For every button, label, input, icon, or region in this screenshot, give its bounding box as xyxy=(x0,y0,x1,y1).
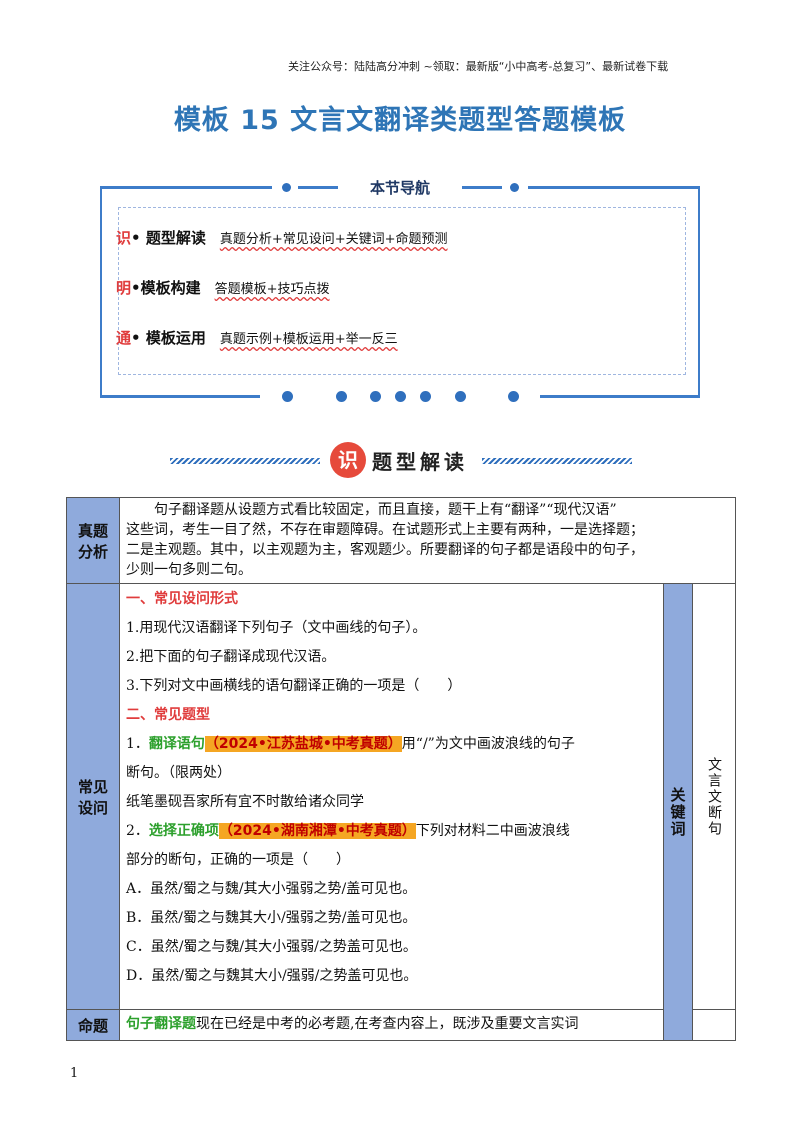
prediction-lead: 句子翻译题 xyxy=(126,1016,196,1032)
section-seal-icon: 识 xyxy=(330,442,366,478)
nav-bottom-line-right xyxy=(540,395,700,398)
nav-dot xyxy=(508,391,519,402)
row-header-questions: 常见 设问 xyxy=(66,583,120,1010)
nav-right-side xyxy=(698,186,700,396)
nav-title: 本节导航 xyxy=(369,179,430,197)
type-1-cont: 断句。（限两处） xyxy=(126,765,231,781)
section-stripe-right xyxy=(482,458,632,464)
nav-row-desc: 答题模板+技巧点拨 xyxy=(214,282,330,297)
section-title: 题型解读 xyxy=(372,450,468,474)
nav-row-identify[interactable]: 识• 题型解读真题分析+常见设问+关键词+命题预测 xyxy=(116,227,448,248)
section-stripe-left xyxy=(170,458,320,464)
content-table: 真题 分析 句子翻译题从设题方式看比较固定，而且直接，题干上有“翻译”“现代汉语… xyxy=(66,497,736,1041)
analysis-line: 句子翻译题从设题方式看比较固定，而且直接，题干上有“翻译”“现代汉语” xyxy=(126,502,617,518)
question-form-2: 2.把下面的句子翻译成现代汉语。 xyxy=(126,649,336,665)
type-number: 1． xyxy=(126,736,149,752)
nav-row-name: •模板构建 xyxy=(131,279,201,297)
type-2-cont: 部分的断句，正确的一项是（ ） xyxy=(126,852,350,868)
nav-row-desc: 真题示例+模板运用+举一反三 xyxy=(219,332,398,347)
type-1-line: 1．翻译语句（2024•江苏盐城•中考真题）用“/”为文中画波浪线的句子 xyxy=(126,730,657,759)
questions-body: 一、常见设问形式 1.用现代汉语翻译下列句子（文中画线的句子）。 2.把下面的句… xyxy=(119,583,664,1010)
type-1-sentence: 纸笔墨砚吾家所有宜不时散给诸众同学 xyxy=(126,794,364,810)
option-a: A．虽然/蜀之与魏/其大小强弱之势/盖可见也。 xyxy=(126,881,417,897)
keyword-value-text: 文言文断句 xyxy=(706,756,722,837)
nav-dot xyxy=(282,183,291,192)
analysis-line: 少则一句多则二句。 xyxy=(126,562,252,578)
nav-row-char: 明 xyxy=(116,279,132,297)
nav-dot xyxy=(420,391,431,402)
row-header-analysis: 真题 分析 xyxy=(66,497,120,584)
nav-row-name: • 题型解读 xyxy=(131,229,206,247)
type-label: 选择正确项 xyxy=(148,823,219,839)
source-tag: （2024•江苏盐城•中考真题） xyxy=(204,736,402,752)
nav-row-name: • 模板运用 xyxy=(131,329,206,347)
nav-row-apply[interactable]: 通• 模板运用真题示例+模板运用+举一反三 xyxy=(116,327,398,348)
nav-bottom-line-left xyxy=(100,395,260,398)
page-title: 模板 15 文言文翻译类题型答题模板 xyxy=(173,105,627,136)
question-form-1: 1.用现代汉语翻译下列句子（文中画线的句子）。 xyxy=(126,620,427,636)
type-text: 用“/”为文中画波浪线的句子 xyxy=(401,736,575,752)
keyword-header-text: 关键词 xyxy=(668,786,687,838)
question-form-3: 3.下列对文中画横线的语句翻译正确的一项是（ ） xyxy=(126,678,462,694)
page-number: 1 xyxy=(70,1066,79,1081)
nav-dot xyxy=(510,183,519,192)
nav-dot xyxy=(282,391,293,402)
option-c: C．虽然/蜀之与魏/其大小强弱/之势盖可见也。 xyxy=(126,939,417,955)
analysis-line: 这些词，考生一目了然，不存在审题障碍。在试题形式上主要有两种，一是选择题； xyxy=(126,522,644,538)
nav-row-char: 识 xyxy=(116,229,132,247)
analysis-line: 二是主观题。其中，以主观题为主，客观题少。所要翻译的句子都是语段中的句子， xyxy=(126,542,644,558)
type-label: 翻译语句 xyxy=(148,736,205,752)
analysis-body: 句子翻译题从设题方式看比较固定，而且直接，题干上有“翻译”“现代汉语” 这些词，… xyxy=(119,497,736,584)
top-note: 关注公众号：陆陆高分冲刺 ~领取：最新版“小中高考-总复习”、最新试卷下载 xyxy=(288,60,669,73)
option-d: D．虽然/蜀之与魏其大小/强弱/之势盖可见也。 xyxy=(126,968,418,984)
nav-row-char: 通 xyxy=(116,329,132,347)
section-header: 识 题型解读 xyxy=(170,440,632,480)
nav-dot xyxy=(395,391,406,402)
subheading-forms: 一、常见设问形式 xyxy=(126,591,238,607)
nav-row-desc: 真题分析+常见设问+关键词+命题预测 xyxy=(219,232,448,247)
nav-dot xyxy=(455,391,466,402)
nav-top-line-mid-left xyxy=(298,186,338,189)
keyword-header: 关键词 xyxy=(663,583,693,1041)
nav-dot xyxy=(336,391,347,402)
type-text: 下列对材料二中画波浪线 xyxy=(415,823,570,839)
nav-left-side xyxy=(100,186,102,396)
table-row: 常见 设问 一、常见设问形式 1.用现代汉语翻译下列句子（文中画线的句子）。 2… xyxy=(66,583,736,1041)
row-header-prediction: 命题 xyxy=(66,1009,120,1041)
table-row: 命题 句子翻译题现在已经是中考的必考题,在考查内容上，既涉及重要文言实词 xyxy=(66,1009,736,1041)
nav-top-line-mid-right xyxy=(462,186,502,189)
keyword-value: 文言文断句 xyxy=(692,583,736,1010)
nav-dot xyxy=(370,391,381,402)
type-number: 2． xyxy=(126,823,149,839)
nav-row-build[interactable]: 明•模板构建答题模板+技巧点拨 xyxy=(116,277,330,298)
table-row: 真题 分析 句子翻译题从设题方式看比较固定，而且直接，题干上有“翻译”“现代汉语… xyxy=(66,497,736,584)
type-2-line: 2．选择正确项（2024•湖南湘潭•中考真题）下列对材料二中画波浪线 xyxy=(126,817,657,846)
nav-top-line-right xyxy=(528,186,700,189)
keyword-value-empty xyxy=(692,1009,736,1041)
source-tag: （2024•湖南湘潭•中考真题） xyxy=(218,823,416,839)
subheading-types: 二、常见题型 xyxy=(126,707,210,723)
nav-dashed-frame xyxy=(118,207,686,375)
nav-top-line-left xyxy=(100,186,272,189)
prediction-text: 现在已经是中考的必考题,在考查内容上，既涉及重要文言实词 xyxy=(196,1016,579,1032)
option-b: B．虽然/蜀之与魏其大小/强弱之势/盖可见也。 xyxy=(126,910,417,926)
prediction-body: 句子翻译题现在已经是中考的必考题,在考查内容上，既涉及重要文言实词 xyxy=(119,1009,664,1041)
